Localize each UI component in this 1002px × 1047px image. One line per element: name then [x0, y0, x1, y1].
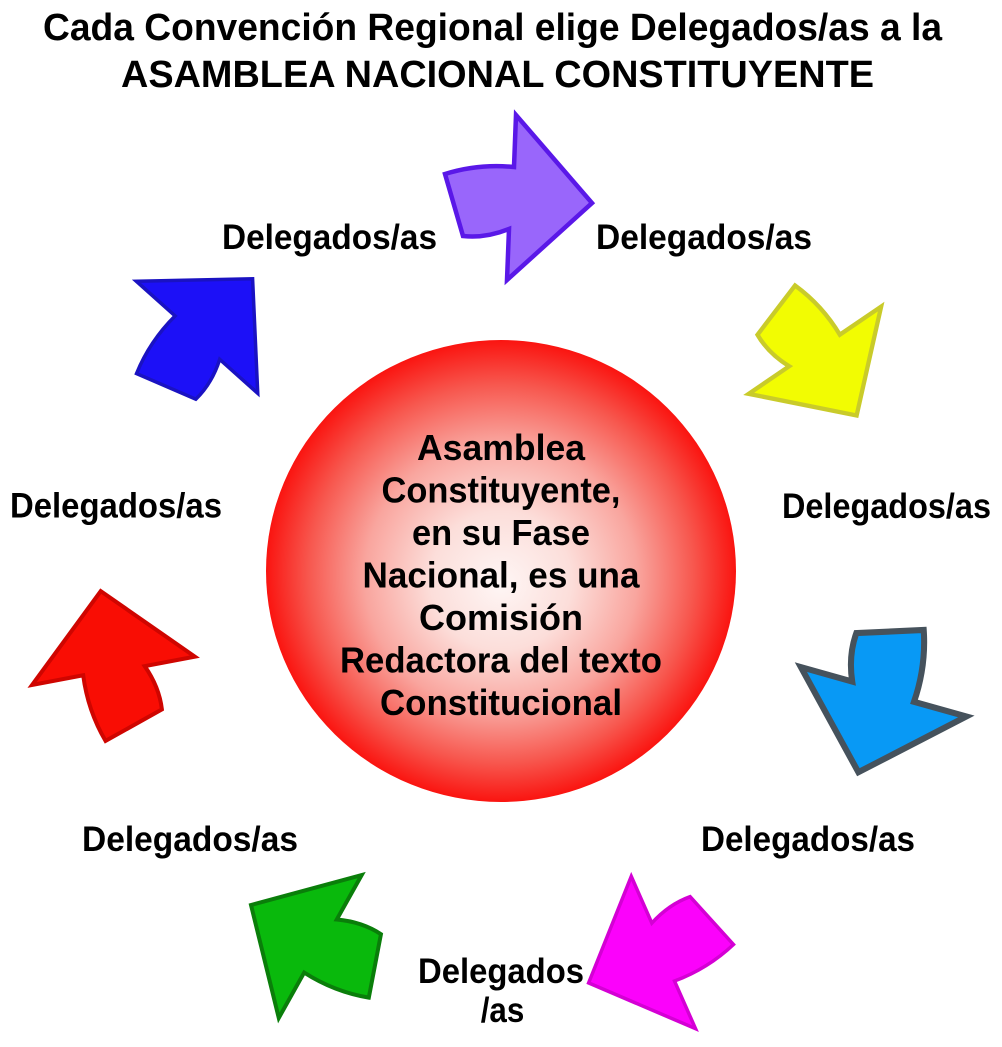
svg-text:Delegados/as: Delegados/as	[10, 486, 222, 526]
svg-text:Delegados: Delegados	[418, 951, 584, 991]
svg-text:Delegados/as: Delegados/as	[782, 486, 991, 526]
svg-text:ASAMBLEA NACIONAL CONSTITUYENT: ASAMBLEA NACIONAL CONSTITUYENTE	[121, 54, 874, 96]
svg-text:Comisión: Comisión	[419, 597, 583, 638]
svg-text:Asamblea: Asamblea	[417, 427, 586, 468]
svg-text:Delegados/as: Delegados/as	[701, 819, 915, 859]
svg-text:Delegados/as: Delegados/as	[82, 819, 298, 859]
svg-text:Cada Convención Regional elige: Cada Convención Regional elige Delegados…	[43, 7, 943, 49]
svg-text:Redactora del texto: Redactora del texto	[340, 640, 662, 681]
svg-text:Constitucional: Constitucional	[380, 682, 622, 723]
svg-text:Constituyente,: Constituyente,	[382, 470, 621, 511]
svg-text:Delegados/as: Delegados/as	[222, 217, 437, 257]
svg-text:Delegados/as: Delegados/as	[596, 217, 812, 257]
svg-text:en su Fase: en su Fase	[412, 512, 590, 553]
svg-text:/as: /as	[481, 990, 525, 1030]
svg-text:Nacional, es una: Nacional, es una	[363, 555, 641, 596]
